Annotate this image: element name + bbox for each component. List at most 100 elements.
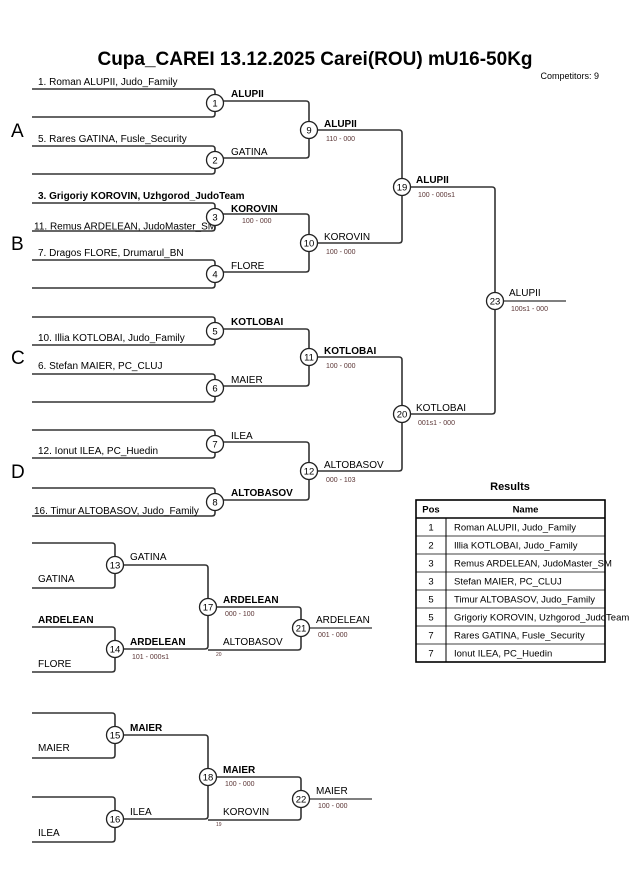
competitors-count: Competitors: 9: [540, 71, 599, 81]
match-number: 20: [397, 410, 408, 421]
match-winner: ARDELEAN: [130, 637, 186, 648]
match-winner: FLORE: [231, 261, 265, 272]
pool-label-c: C: [11, 348, 25, 369]
match-number: 17: [203, 603, 214, 614]
bracket-line: [32, 88, 216, 118]
match-number-14: 14: [105, 639, 125, 659]
match-winner: GATINA: [130, 552, 167, 563]
row-pos: 7: [428, 631, 433, 642]
match-circle: [105, 555, 125, 575]
row-pos: 5: [428, 595, 433, 606]
match-circle: [205, 264, 225, 284]
match-score: 110 - 000: [326, 136, 355, 143]
repechage-entrant: ARDELEAN: [38, 615, 94, 626]
final-score: 100s1 - 000: [511, 306, 548, 313]
incoming-loser: KOROVIN: [223, 807, 269, 818]
match-number-2: 2: [205, 150, 225, 170]
match-winner: ALTOBASOV: [324, 460, 384, 471]
table-row: 5 Grigoriy KOROVIN, Uzhgorod_JudoTeam: [428, 613, 629, 624]
match-score: 101 - 000s1: [132, 654, 169, 661]
match-winner: MAIER: [130, 723, 163, 734]
match-circle: [485, 291, 505, 311]
entrant: 3. Grigoriy KOROVIN, Uzhgorod_JudoTeam: [38, 191, 245, 202]
match-circle: [105, 725, 125, 745]
row-pos: 7: [428, 649, 433, 660]
entrant: 12. Ionut ILEA, PC_Huedin: [38, 446, 158, 457]
match-number: 23: [490, 297, 501, 308]
match-winner: GATINA: [231, 147, 268, 158]
match-score: 001s1 - 000: [418, 420, 455, 427]
results-title: Results: [490, 481, 530, 493]
match-winner: KOROVIN: [231, 204, 278, 215]
entrant: 6. Stefan MAIER, PC_CLUJ: [38, 361, 163, 372]
match-number: 9: [306, 126, 311, 137]
incoming-from-match: 20: [216, 652, 222, 658]
match-circle: [299, 233, 319, 253]
match-circle: [205, 207, 225, 227]
match-number-16: 16: [105, 809, 125, 829]
match-number-7: 7: [205, 434, 225, 454]
header-name: Name: [513, 505, 539, 516]
match-winner: MAIER: [231, 375, 263, 386]
match-number: 19: [397, 183, 408, 194]
row-name: Ionut ILEA, PC_Huedin: [454, 649, 552, 660]
match-number-23: 23: [485, 291, 505, 311]
repechage-entrant: GATINA: [38, 574, 75, 585]
match-number: 14: [110, 645, 121, 656]
match-number-11: 11: [299, 347, 319, 367]
match-circle: [291, 789, 311, 809]
repechage-entrant: MAIER: [38, 743, 70, 754]
match-circle: [291, 618, 311, 638]
row-name: Grigoriy KOROVIN, Uzhgorod_JudoTeam: [454, 613, 629, 624]
match-number-10: 10: [299, 233, 319, 253]
match-number: 2: [212, 156, 217, 167]
repechage-entrant: FLORE: [38, 659, 72, 670]
pool-label-d: D: [11, 462, 25, 483]
match-number-4: 4: [205, 264, 225, 284]
match-number: 4: [212, 270, 217, 281]
match-winner: ALUPII: [416, 175, 449, 186]
match-number: 10: [304, 239, 315, 250]
match-winner: KOTLOBAI: [324, 346, 376, 357]
match-circle: [299, 347, 319, 367]
entrant: 5. Rares GATINA, Fusle_Security: [38, 134, 187, 145]
final-winner: ALUPII: [509, 288, 541, 299]
row-pos: 2: [428, 541, 433, 552]
match-number: 18: [203, 773, 214, 784]
row-pos: 5: [428, 613, 433, 624]
match-number: 6: [212, 384, 217, 395]
match-circle: [205, 492, 225, 512]
match-winner: KOROVIN: [324, 232, 370, 243]
match-number-15: 15: [105, 725, 125, 745]
match-number-22: 22: [291, 789, 311, 809]
match-number-13: 13: [105, 555, 125, 575]
match-number: 11: [304, 353, 314, 364]
match-number-20: 20: [392, 404, 412, 424]
match-score: 000 - 100: [225, 611, 255, 618]
bracket-line: [309, 129, 403, 244]
match-score: 100 - 000s1: [418, 192, 455, 199]
entrant: 1. Roman ALUPII, Judo_Family: [38, 77, 178, 88]
match-winner: KOTLOBAI: [231, 317, 283, 328]
match-winner: ILEA: [231, 431, 253, 442]
entrant: 11. Remus ARDELEAN, JudoMaster_SM: [34, 222, 216, 233]
match-number-1: 1: [205, 93, 225, 113]
match-number-5: 5: [205, 321, 225, 341]
match-winner: ILEA: [130, 807, 152, 818]
match-number-8: 8: [205, 492, 225, 512]
match-number-12: 12: [299, 461, 319, 481]
match-winner: ALUPII: [231, 89, 264, 100]
match-winner: MAIER: [223, 765, 256, 776]
entrant: 7. Dragos FLORE, Drumarul_BN: [38, 248, 184, 259]
match-circle: [105, 639, 125, 659]
match-score: 100 - 000: [318, 803, 348, 810]
row-name: Stefan MAIER, PC_CLUJ: [454, 577, 562, 588]
match-circle: [392, 177, 412, 197]
